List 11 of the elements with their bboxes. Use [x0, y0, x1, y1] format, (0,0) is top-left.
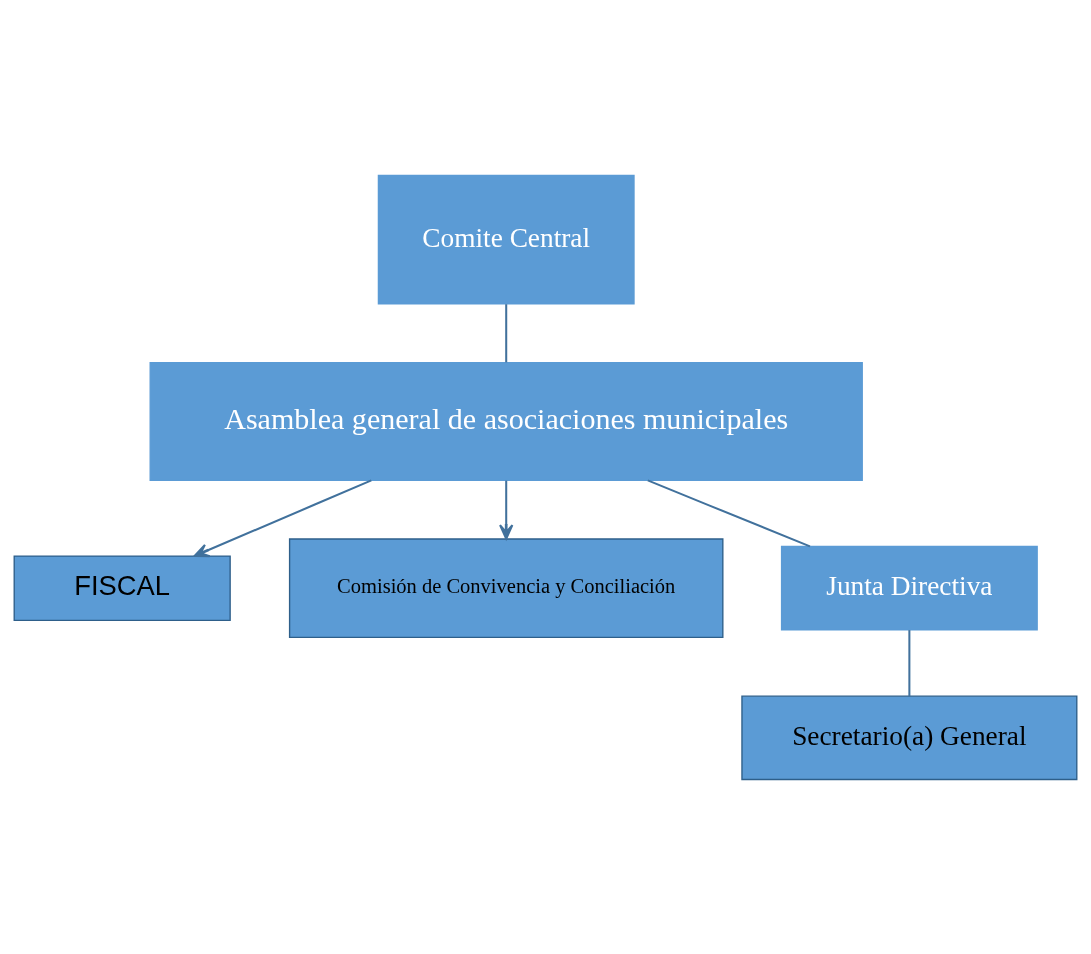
connector [908, 629, 911, 696]
connector [647, 478, 811, 547]
connector [505, 303, 508, 362]
node-box: Junta Directiva [780, 545, 1038, 631]
arrow [193, 478, 372, 557]
node-box: Asamblea general de asociaciones municipales [149, 361, 863, 481]
node-box: Secretario(a) General [741, 695, 1078, 780]
arrow [499, 480, 514, 540]
node-box: Comisión de Convivencia y Conciliación [288, 537, 724, 638]
node-box: Comite Central [377, 174, 635, 305]
node-box: FISCAL [13, 554, 231, 621]
